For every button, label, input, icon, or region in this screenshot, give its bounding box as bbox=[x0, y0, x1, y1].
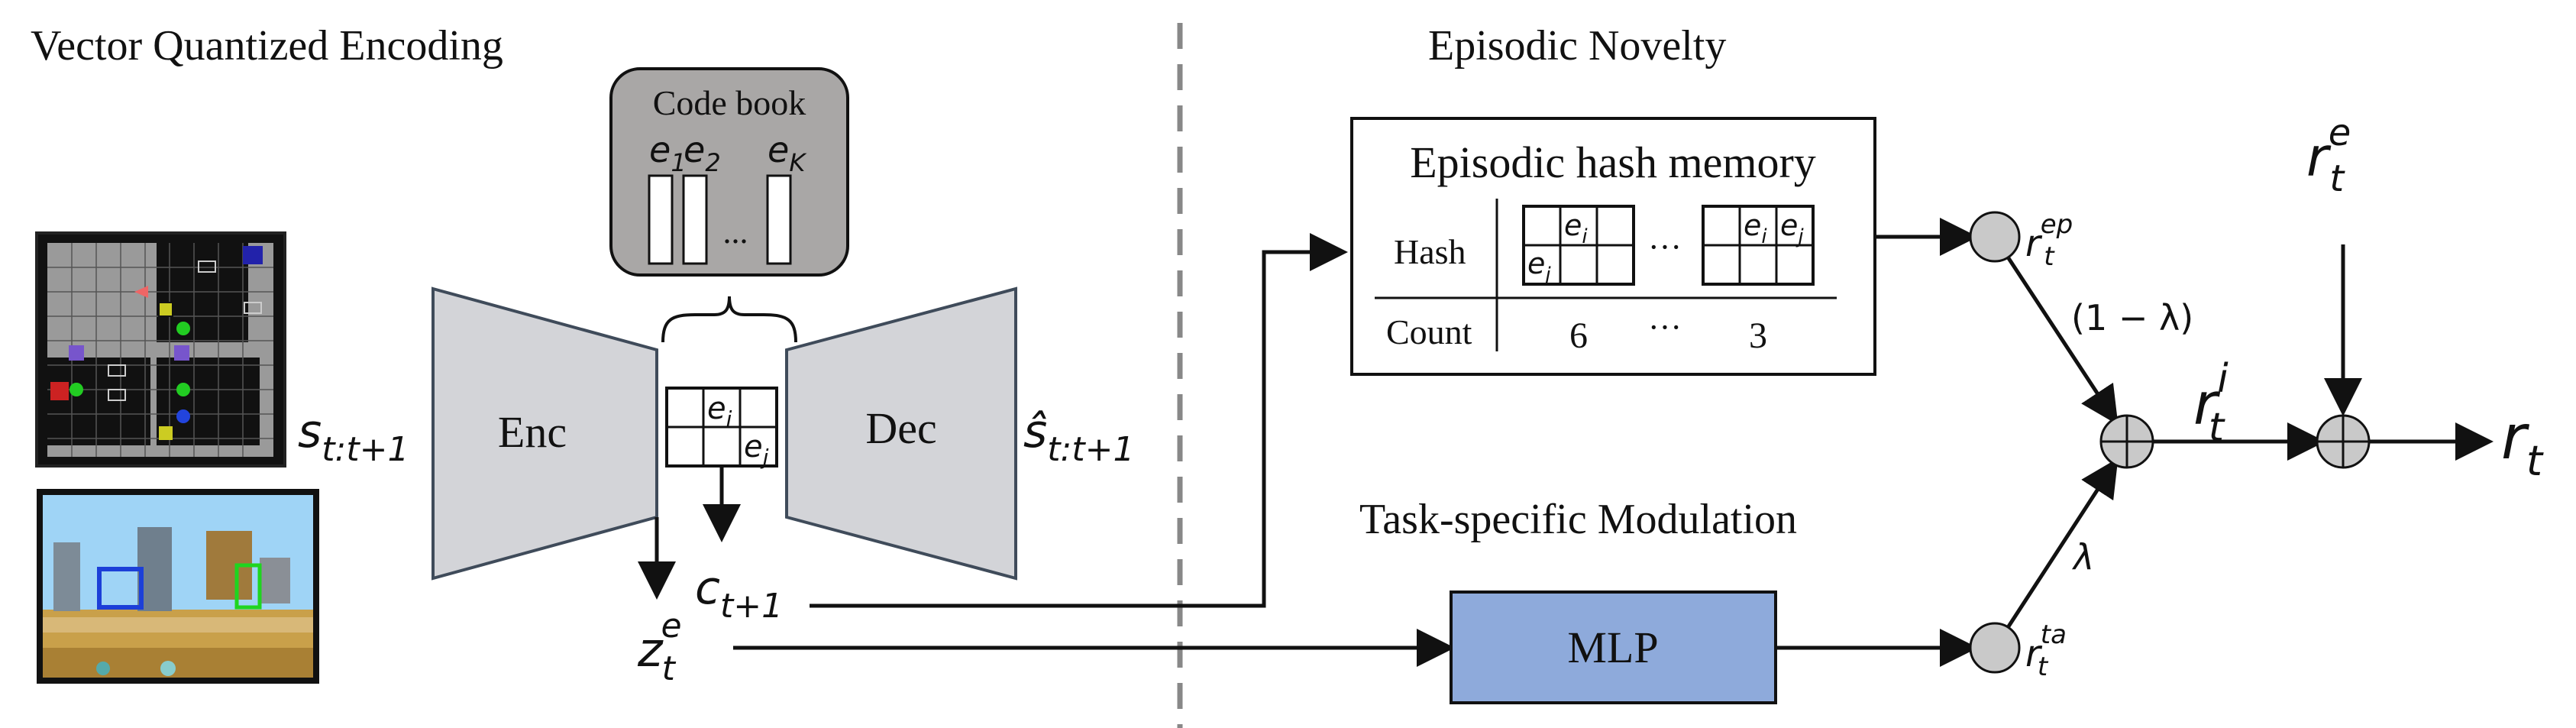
codebook-vector-2 bbox=[682, 174, 708, 265]
memory-count-label: Count bbox=[1386, 312, 1472, 351]
intrinsic-sum-node bbox=[2099, 414, 2154, 469]
mlp-label: MLP bbox=[1567, 623, 1658, 672]
codebook-e2-label: e2 bbox=[684, 129, 721, 177]
output-state-label: ŝt:t+1 bbox=[1023, 405, 1134, 469]
episodic-hash-memory: Episodic hash memory Hash Count ei ej ··… bbox=[1350, 117, 1876, 376]
hash-key-grid-1: ei ej bbox=[1522, 205, 1635, 286]
lambda-label: λ bbox=[2071, 536, 2094, 578]
decoder-block bbox=[785, 286, 1017, 581]
codebook-brace bbox=[661, 296, 797, 343]
episodic-section-title: Episodic Novelty bbox=[1428, 22, 1726, 70]
hash1-ei-label: ei bbox=[1564, 209, 1588, 248]
memory-title: Episodic hash memory bbox=[1410, 138, 1816, 187]
arrow-c-to-memory bbox=[810, 233, 1348, 608]
hash-key-grid-2: ei ej bbox=[1702, 205, 1815, 286]
grid-ej-label: ej bbox=[744, 429, 769, 470]
3d-world-thumbnail bbox=[37, 489, 319, 684]
arrow-rta-to-sum bbox=[2006, 458, 2119, 628]
task-reward-node bbox=[1969, 622, 2021, 674]
codebook-vector-1 bbox=[648, 174, 674, 265]
hash2-ei-label: ei bbox=[1744, 209, 1767, 248]
grid-ei-label: ei bbox=[707, 391, 732, 432]
total-reward-label: rt bbox=[2501, 402, 2544, 485]
memory-hash-label: Hash bbox=[1394, 232, 1466, 271]
codebook-ellipsis: ... bbox=[723, 213, 748, 251]
mlp-block bbox=[1450, 590, 1777, 704]
count-value-1: 6 bbox=[1569, 315, 1588, 356]
gridworld-thumbnail bbox=[35, 231, 286, 468]
codebook-ek-label: eK bbox=[768, 129, 807, 177]
code-c-label: ct+1 bbox=[695, 561, 783, 626]
hash-ellipsis: ··· bbox=[1648, 228, 1682, 266]
input-state-label: st:t+1 bbox=[298, 405, 409, 469]
count-value-2: 3 bbox=[1749, 315, 1767, 356]
episodic-reward-node bbox=[1969, 211, 2021, 263]
task-section-title: Task-specific Modulation bbox=[1359, 496, 1797, 543]
codebook: Code book e1 e2 eK ... bbox=[609, 67, 849, 277]
codebook-title: Code book bbox=[653, 83, 806, 122]
encoder-label: Enc bbox=[498, 407, 567, 457]
vq-section-title: Vector Quantized Encoding bbox=[31, 22, 503, 70]
decoder-label: Dec bbox=[865, 403, 936, 453]
arrow-rep-to-sum bbox=[2006, 257, 2119, 425]
hash2-ej-label: ej bbox=[1780, 209, 1804, 248]
codebook-vector-k bbox=[766, 174, 792, 265]
quantized-grid: ei ej bbox=[665, 387, 778, 470]
hash1-ej-label: ej bbox=[1527, 247, 1551, 286]
count-ellipsis: ··· bbox=[1648, 309, 1682, 346]
one-minus-lambda-label: (1 − λ) bbox=[2071, 297, 2193, 338]
total-sum-node bbox=[2316, 414, 2371, 469]
codebook-e1-label: e1 bbox=[649, 129, 687, 177]
